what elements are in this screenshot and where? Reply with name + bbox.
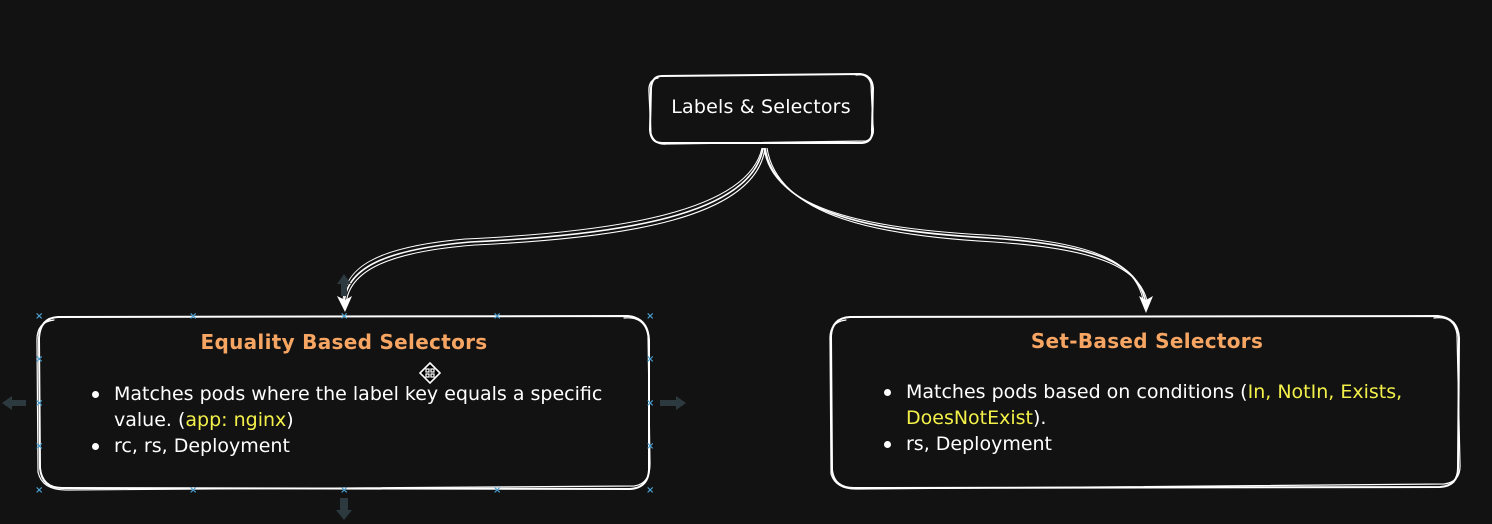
selection-handle[interactable]: ×: [35, 441, 44, 452]
list-item: Matches pods based on conditions (In, No…: [878, 379, 1478, 431]
list-item: rs, Deployment: [878, 431, 1478, 457]
selection-handle[interactable]: ×: [493, 311, 502, 322]
highlight-text: In, NotIn, Exists, DoesNotExist: [906, 381, 1403, 429]
highlight-text: app: nginx: [185, 409, 287, 431]
selection-handle[interactable]: ×: [493, 485, 502, 496]
arrowhead-right: [1139, 296, 1153, 313]
connector-arrow-down: [336, 498, 352, 520]
root-node[interactable]: [648, 72, 875, 145]
right-box-title: Set-Based Selectors: [1030, 329, 1264, 353]
selection-handle[interactable]: ×: [340, 485, 349, 496]
connector-arrow-up: [337, 274, 351, 296]
selection-handle[interactable]: ×: [189, 485, 198, 496]
selection-handle[interactable]: ×: [646, 485, 655, 496]
selection-handle[interactable]: ×: [340, 311, 349, 322]
selection-handle[interactable]: ×: [189, 311, 198, 322]
selection-handle[interactable]: ×: [646, 441, 655, 452]
left-box-list: Matches pods where the label key equals …: [86, 381, 656, 459]
left-box-title: Equality Based Selectors: [200, 330, 488, 354]
connector-arrow-left: [2, 396, 26, 410]
list-item: Matches pods where the label key equals …: [86, 381, 656, 433]
move-cursor-icon: [419, 362, 441, 384]
right-box-list: Matches pods based on conditions (In, No…: [878, 379, 1478, 457]
selection-handle[interactable]: ×: [35, 354, 44, 365]
selection-handle[interactable]: ×: [646, 354, 655, 365]
arrowhead-left: [337, 296, 352, 312]
list-item: rc, rs, Deployment: [86, 433, 656, 459]
selection-handle[interactable]: ×: [35, 398, 44, 409]
selection-handle[interactable]: ×: [35, 485, 44, 496]
connector-arrows[interactable]: [2, 274, 686, 520]
left-box-outline[interactable]: [36, 314, 651, 491]
selection-handle[interactable]: ×: [646, 398, 655, 409]
selection-handle[interactable]: ×: [646, 311, 655, 322]
selection-handle[interactable]: ×: [35, 311, 44, 322]
right-box-outline[interactable]: [829, 314, 1461, 490]
edge-root-to-right: [763, 147, 1149, 306]
edge-root-to-left: [342, 147, 766, 306]
connector-arrow-right: [660, 396, 686, 410]
root-node-label: Labels & Selectors: [671, 96, 851, 118]
